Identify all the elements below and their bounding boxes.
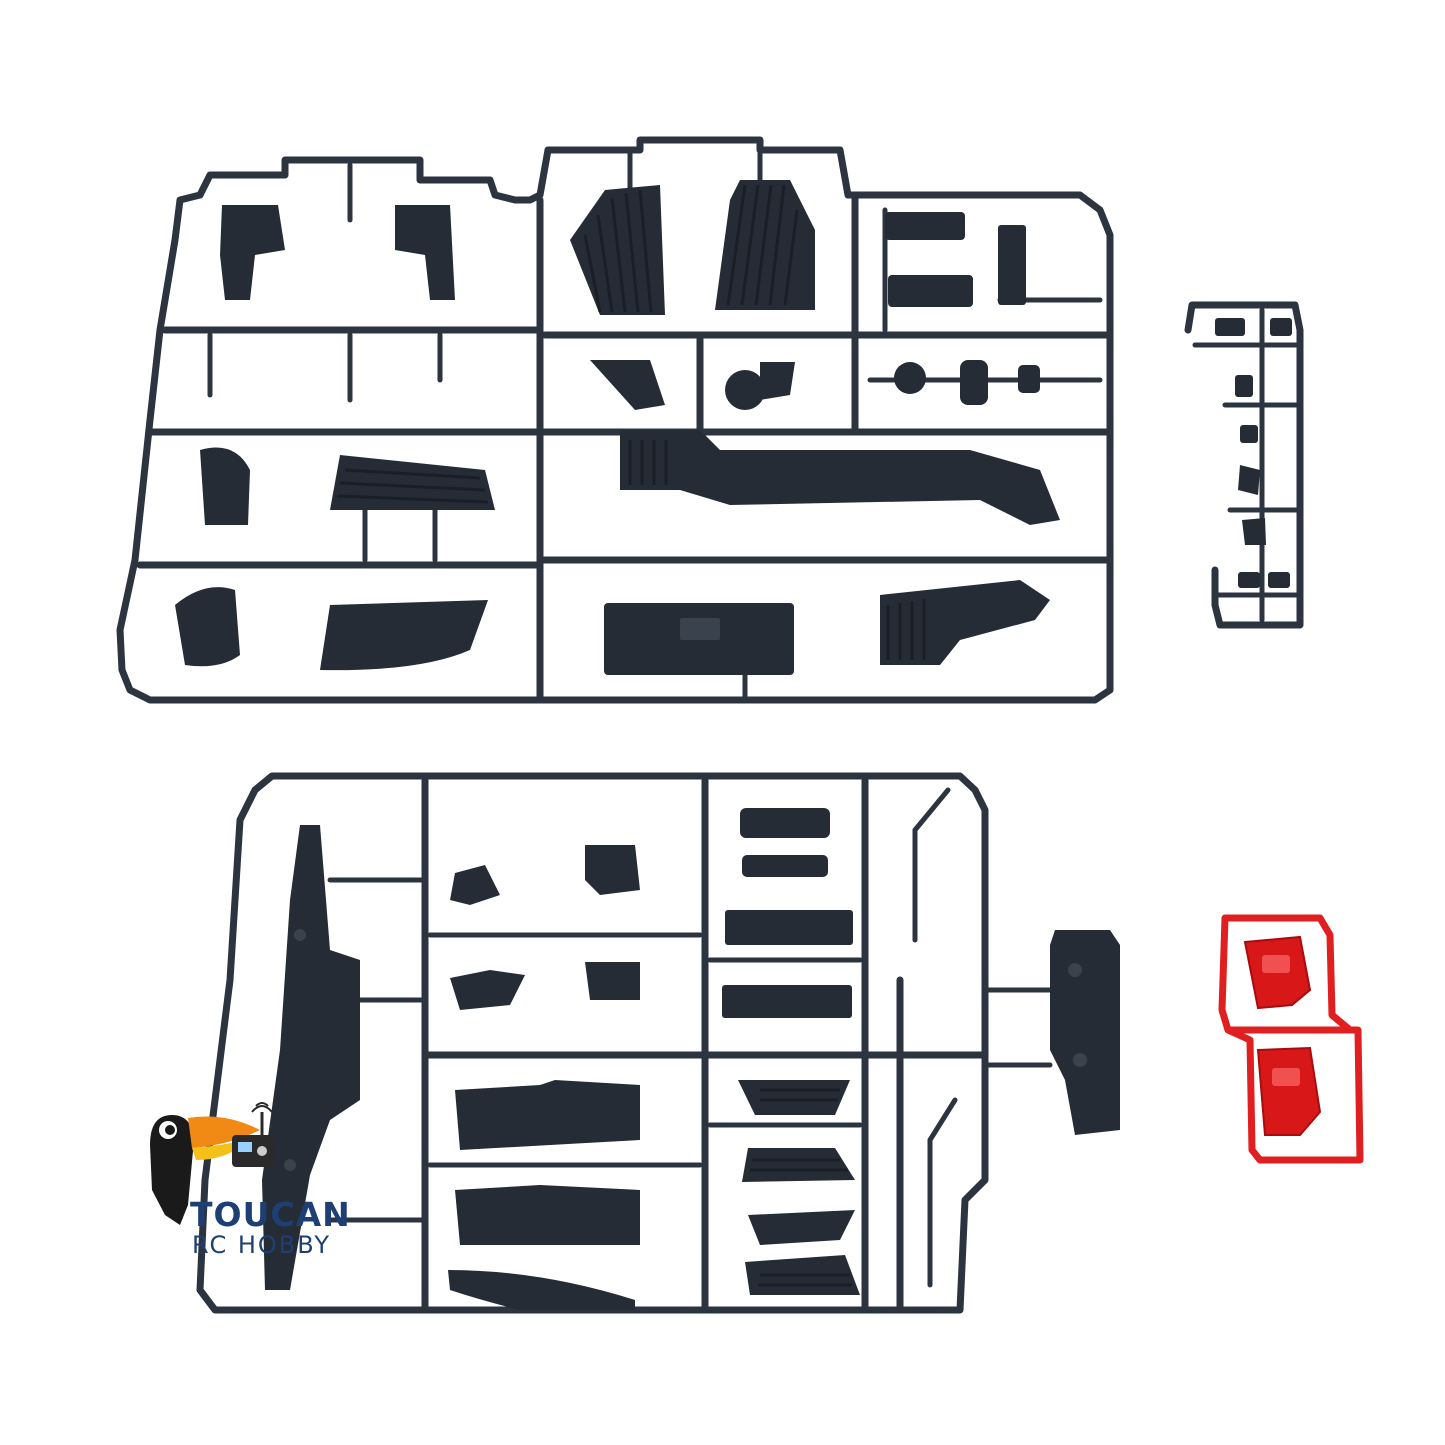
top-sprue-parts — [175, 180, 1060, 675]
brand-tagline: RC HOBBY — [192, 1231, 332, 1259]
brand-logo-text: TOUCAN RC HOBBY — [150, 1195, 370, 1259]
bottom-sprue-frame — [196, 772, 1053, 1314]
small-right-sprue — [1184, 301, 1304, 629]
top-sprue-frame — [116, 136, 1114, 704]
brand-logo — [150, 1102, 274, 1225]
bottom-sprue-parts — [262, 808, 1120, 1310]
red-sprue — [1218, 914, 1364, 1164]
brand-name: TOUCAN — [190, 1195, 351, 1234]
